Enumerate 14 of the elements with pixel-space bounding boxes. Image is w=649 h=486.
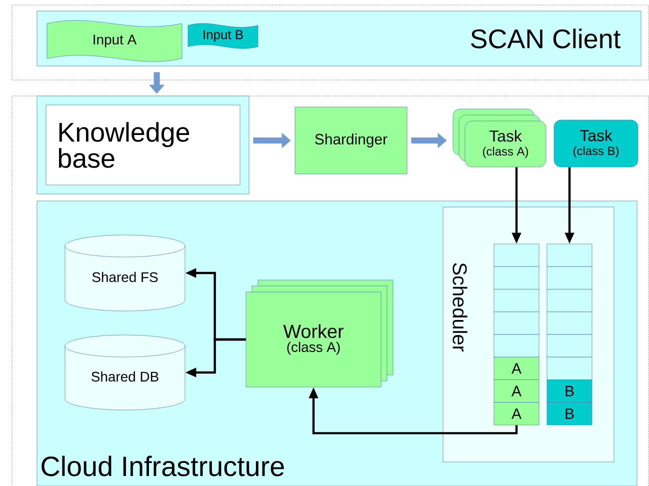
process-box: Shardinger	[294, 106, 408, 174]
node-label: A	[512, 363, 522, 374]
knowledge-base-box: Knowledge base	[36, 96, 250, 194]
task-card-stack: Task (class A)	[452, 108, 546, 168]
node-label: B	[566, 408, 574, 419]
queue-column: A A A	[494, 244, 540, 426]
queue-column: B B	[546, 244, 592, 426]
node-label: A	[512, 408, 522, 419]
task-card: Task (class B)	[554, 120, 638, 168]
database-cylinder: Shared DB	[64, 334, 186, 410]
worker-box-stack: Worker (class A)	[246, 280, 394, 388]
node-label: A	[512, 386, 522, 396]
database-cylinder: Shared FS	[64, 234, 186, 312]
node-label: B	[566, 386, 574, 396]
